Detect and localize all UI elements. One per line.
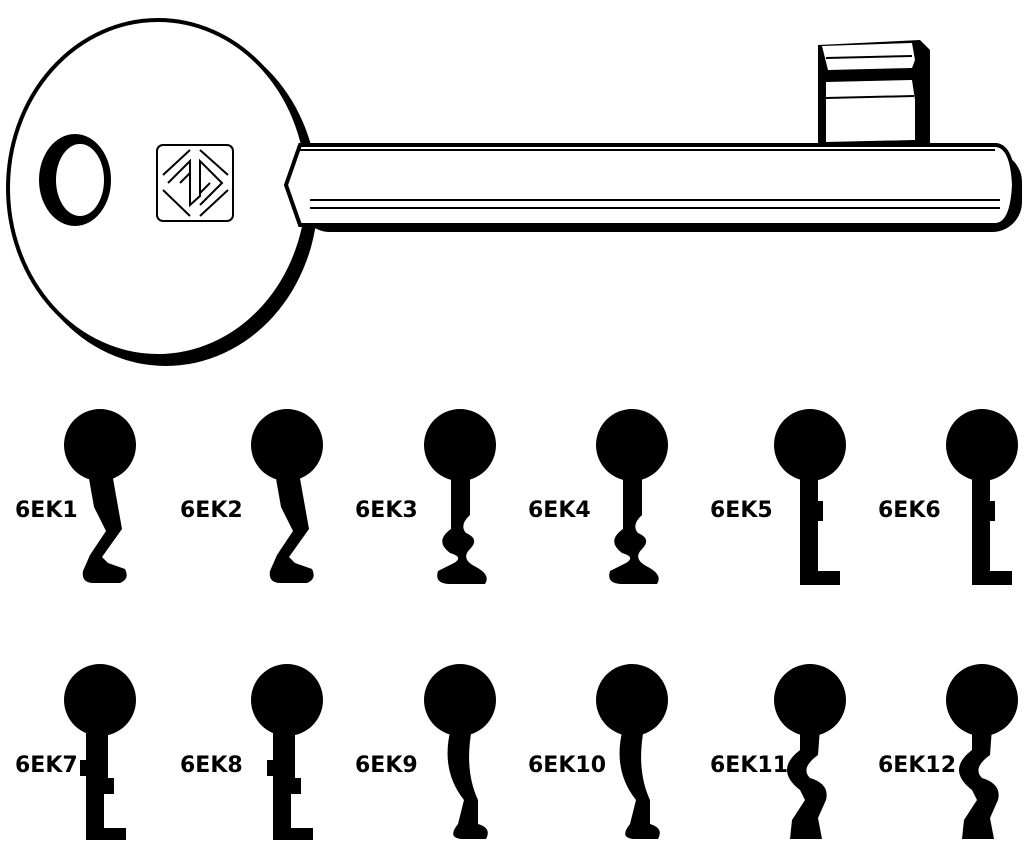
profile-label: 6EK12 [878,753,956,778]
keyhole-stem [609,473,659,584]
profile-label: 6EK3 [355,498,418,523]
keyhole-stem [800,473,840,585]
keyhole-head [946,664,1018,736]
profile-label: 6EK11 [710,753,788,778]
keyhole-profile-6ek10: 6EK10 [528,664,668,839]
keyhole-head [596,409,668,481]
keyhole-profile-6ek4: 6EK4 [528,409,668,584]
keyhole-stem [447,728,488,839]
profile-label: 6EK4 [528,498,591,523]
keyhole-stem [269,473,314,583]
key-bit [818,40,930,148]
keyhole-head [774,409,846,481]
keyhole-profile-6ek12: 6EK12 [878,664,1018,839]
keyhole-stem [787,728,827,839]
keyhole-stem [619,728,660,839]
profile-label: 6EK7 [15,753,78,778]
profile-label: 6EK8 [180,753,243,778]
keyhole-stem [267,728,313,840]
keyhole-profile-6ek11: 6EK11 [710,664,846,839]
profile-label: 6EK9 [355,753,418,778]
keyhole-profile-6ek9: 6EK9 [355,664,496,839]
keyhole-profile-6ek8: 6EK8 [180,664,323,840]
keyhole-head [64,409,136,481]
keyhole-profile-6ek3: 6EK3 [355,409,496,584]
keyhole-stem [80,728,126,840]
keyhole-head [424,664,496,736]
keyhole-head [251,664,323,736]
keyhole-stem [437,473,487,584]
keyhole-head [774,664,846,736]
profile-label: 6EK2 [180,498,243,523]
profile-label: 6EK5 [710,498,773,523]
interlocking-square-logo-icon [156,144,234,222]
keyhole-head [946,409,1018,481]
keyhole-stem [972,473,1012,585]
profile-label: 6EK10 [528,753,606,778]
keyhole-profile-6ek2: 6EK2 [180,409,323,583]
keyhole-profile-6ek1: 6EK1 [15,409,136,583]
keyhole-profiles: 6EK1 6EK2 6EK3 6EK4 6EK5 6EK6 6EK7 6EK8 6EK9 6EK1… [15,409,1018,840]
keyhole-stem [82,473,127,583]
keyhole-head [64,664,136,736]
profile-label: 6EK1 [15,498,78,523]
profile-label: 6EK6 [878,498,941,523]
key-illustration [6,18,1022,366]
keyhole-profile-6ek6: 6EK6 [878,409,1018,585]
keyhole-head [251,409,323,481]
key-shank [283,143,1017,227]
keyhole-profile-6ek5: 6EK5 [710,409,846,585]
keyhole-head [596,664,668,736]
keyhole-head [424,409,496,481]
keyhole-stem [959,728,999,839]
keyhole-profile-6ek7: 6EK7 [15,664,136,840]
